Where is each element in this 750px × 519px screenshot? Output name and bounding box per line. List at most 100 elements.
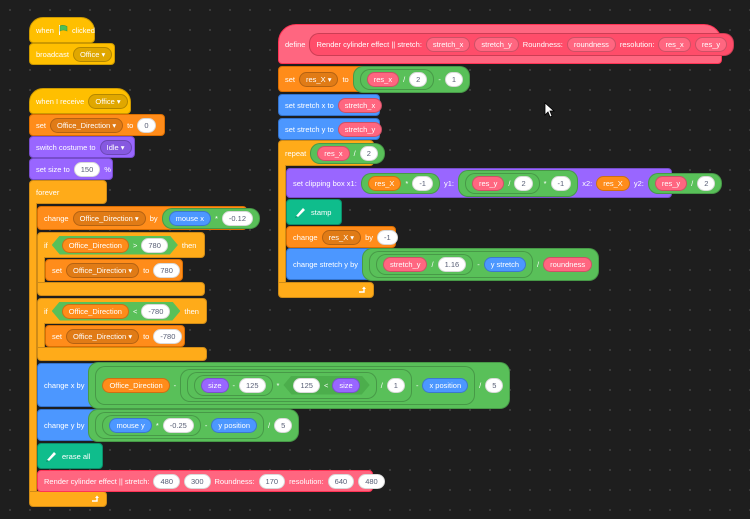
variable-dropdown[interactable]: Office_Direction — [50, 117, 124, 133]
mouse-y-reporter[interactable]: mouse y — [109, 417, 152, 433]
multiply-operator[interactable]: res_X * -1 — [360, 172, 440, 194]
set-variable-block[interactable]: set Office_Direction to 0 — [29, 114, 165, 136]
set-stretch-y-block[interactable]: set stretch y to stretch_y — [278, 118, 383, 140]
variable-dropdown[interactable]: res_X — [321, 229, 362, 245]
y-position-reporter[interactable]: y position — [211, 417, 258, 433]
change-variable-block[interactable]: change Office_Direction by mouse x * -0.… — [37, 206, 260, 230]
param-res-y[interactable]: res_y — [654, 175, 688, 191]
number-input[interactable]: 125 — [239, 377, 266, 393]
y-stretch-reporter[interactable]: y stretch — [483, 256, 527, 272]
product-operator[interactable]: size - 125 * 125 < size — [187, 371, 377, 399]
greater-than-operator[interactable]: Office_Direction > 780 — [52, 236, 178, 255]
receive-message-dropdown[interactable]: Office — [88, 93, 128, 109]
threshold-input[interactable]: 780 — [141, 238, 168, 253]
param-roundness[interactable]: roundness — [566, 36, 616, 52]
x-position-reporter[interactable]: x position — [422, 377, 469, 393]
stretch-y-input[interactable]: 300 — [184, 473, 211, 489]
param-stretch-x[interactable]: stretch_x — [425, 36, 471, 52]
number-input[interactable]: 1 — [386, 377, 405, 393]
erase-all-block[interactable]: erase all — [37, 443, 103, 469]
param-res-y[interactable]: res_y — [694, 36, 728, 52]
res-x-input[interactable]: 640 — [327, 473, 355, 489]
divide-operator[interactable]: stretch_y / 1.16 - y stretch / roundness — [362, 247, 600, 281]
broadcast-block[interactable]: broadcast Office — [29, 43, 115, 65]
number-input[interactable]: 2 — [359, 145, 378, 161]
divide-operator[interactable]: res_x / 2 — [359, 68, 435, 90]
change-stretch-y-block[interactable]: change stretch y by stretch_y / 1.16 - y… — [286, 247, 600, 281]
when-i-receive-block[interactable]: when I receive Office — [29, 88, 131, 114]
number-input[interactable]: 1 — [444, 71, 464, 87]
procedure-prototype[interactable]: Render cylinder effect || stretch: stret… — [309, 32, 735, 56]
factor-input[interactable]: -0.12 — [221, 210, 253, 226]
param-stretch-x[interactable]: stretch_x — [337, 97, 383, 113]
variable-dropdown[interactable]: Office_Direction — [66, 328, 140, 344]
divide-operator[interactable]: res_y / 2 — [465, 172, 540, 194]
if-less-block[interactable]: if Office_Direction < -780 then — [37, 298, 207, 324]
repeat-block[interactable]: repeat res_x / 2 — [278, 140, 385, 166]
multiply-operator[interactable]: mouse y * -0.25 — [102, 414, 201, 436]
roundness-input[interactable]: 170 — [258, 473, 286, 489]
office-direction-reporter[interactable]: Office_Direction — [62, 238, 129, 253]
divide-operator[interactable]: res_x / 2 — [310, 142, 385, 164]
office-direction-reporter[interactable]: Office_Direction — [62, 304, 129, 319]
param-res-x[interactable]: res_x — [366, 71, 400, 87]
number-input[interactable]: -1 — [550, 175, 572, 191]
res-x-variable-reporter[interactable]: res_X — [367, 175, 402, 191]
change-x-block[interactable]: change x by Office_Direction - size - 12… — [37, 361, 511, 409]
number-input[interactable]: -1 — [376, 229, 398, 245]
stamp-block[interactable]: stamp — [286, 199, 342, 225]
minus-operator-inner[interactable]: size - 125 — [194, 374, 273, 396]
variable-dropdown[interactable]: Office_Direction — [66, 262, 140, 278]
set-variable-block[interactable]: set Office_Direction to -780 — [45, 325, 185, 347]
costume-dropdown[interactable]: Idle — [99, 139, 132, 155]
define-block[interactable]: define Render cylinder effect || stretch… — [278, 24, 735, 64]
number-input[interactable]: 5 — [485, 377, 504, 393]
number-input[interactable]: -0.25 — [162, 417, 194, 433]
param-res-x[interactable]: res_x — [658, 36, 691, 52]
less-than-operator[interactable]: 125 < size — [283, 376, 369, 395]
number-input[interactable]: 1.16 — [437, 256, 467, 272]
multiply-operator[interactable]: mouse x * -0.12 — [161, 207, 260, 229]
set-size-block[interactable]: set size to 150 % — [29, 158, 113, 180]
office-direction-reporter[interactable]: Office_Direction — [102, 377, 170, 393]
divide-operator-inner[interactable]: stretch_y / 1.16 — [376, 253, 474, 275]
param-res-y[interactable]: res_y — [472, 175, 505, 191]
stretch-x-input[interactable]: 480 — [153, 473, 180, 489]
param-res-x[interactable]: res_x — [317, 145, 350, 161]
variable-dropdown[interactable]: Office_Direction — [72, 210, 146, 226]
minus-operator[interactable]: stretch_y / 1.16 - y stretch — [369, 250, 534, 278]
divide-operator[interactable]: res_y / 2 — [647, 172, 723, 194]
size-input[interactable]: 150 — [73, 161, 101, 177]
divide-operator[interactable]: mouse y * -0.25 - y position / 5 — [88, 408, 300, 442]
change-res-x-block[interactable]: change res_X by -1 — [286, 226, 398, 248]
number-input[interactable]: 5 — [274, 417, 293, 433]
value-input[interactable]: -780 — [153, 328, 183, 344]
divide-operator-inner[interactable]: size - 125 * 125 < size / 1 — [180, 368, 412, 402]
forever-block[interactable]: forever — [29, 180, 107, 204]
divide-operator[interactable]: Office_Direction - size - 125 * 125 < si… — [88, 361, 511, 409]
mouse-x-reporter[interactable]: mouse x — [168, 210, 211, 226]
minus-operator[interactable]: mouse y * -0.25 - y position — [95, 411, 265, 439]
if-greater-block[interactable]: if Office_Direction > 780 then — [37, 232, 205, 258]
broadcast-message-dropdown[interactable]: Office — [72, 46, 113, 62]
variable-dropdown[interactable]: res_X — [299, 71, 339, 87]
minus-operator[interactable]: res_x / 2 - 1 — [352, 65, 471, 93]
number-input[interactable]: 125 — [293, 378, 320, 393]
less-than-operator[interactable]: Office_Direction < -780 — [52, 302, 181, 321]
value-input[interactable]: 780 — [153, 262, 180, 278]
size-reporter[interactable]: size — [332, 378, 359, 393]
set-clipping-box-block[interactable]: set clipping box x1: res_X * -1 y1: res_… — [286, 168, 723, 198]
param-stretch-y[interactable]: stretch_y — [337, 121, 383, 137]
number-input[interactable]: 2 — [514, 175, 533, 191]
multiply-operator[interactable]: res_y / 2 * -1 — [458, 169, 579, 197]
when-flag-clicked-block[interactable]: when clicked — [29, 17, 95, 43]
number-input[interactable]: -1 — [412, 175, 433, 191]
param-stretch-y[interactable]: stretch_y — [383, 256, 428, 272]
switch-costume-block[interactable]: switch costume to Idle — [29, 136, 135, 158]
value-input[interactable]: 0 — [137, 117, 156, 133]
param-roundness[interactable]: roundness — [543, 256, 593, 272]
minus-operator[interactable]: Office_Direction - size - 125 * 125 < si… — [95, 365, 476, 405]
size-reporter[interactable]: size — [201, 377, 229, 393]
change-y-block[interactable]: change y by mouse y * -0.25 - y position… — [37, 408, 300, 442]
render-cylinder-call-block[interactable]: Render cylinder effect || stretch: 480 3… — [37, 470, 385, 492]
